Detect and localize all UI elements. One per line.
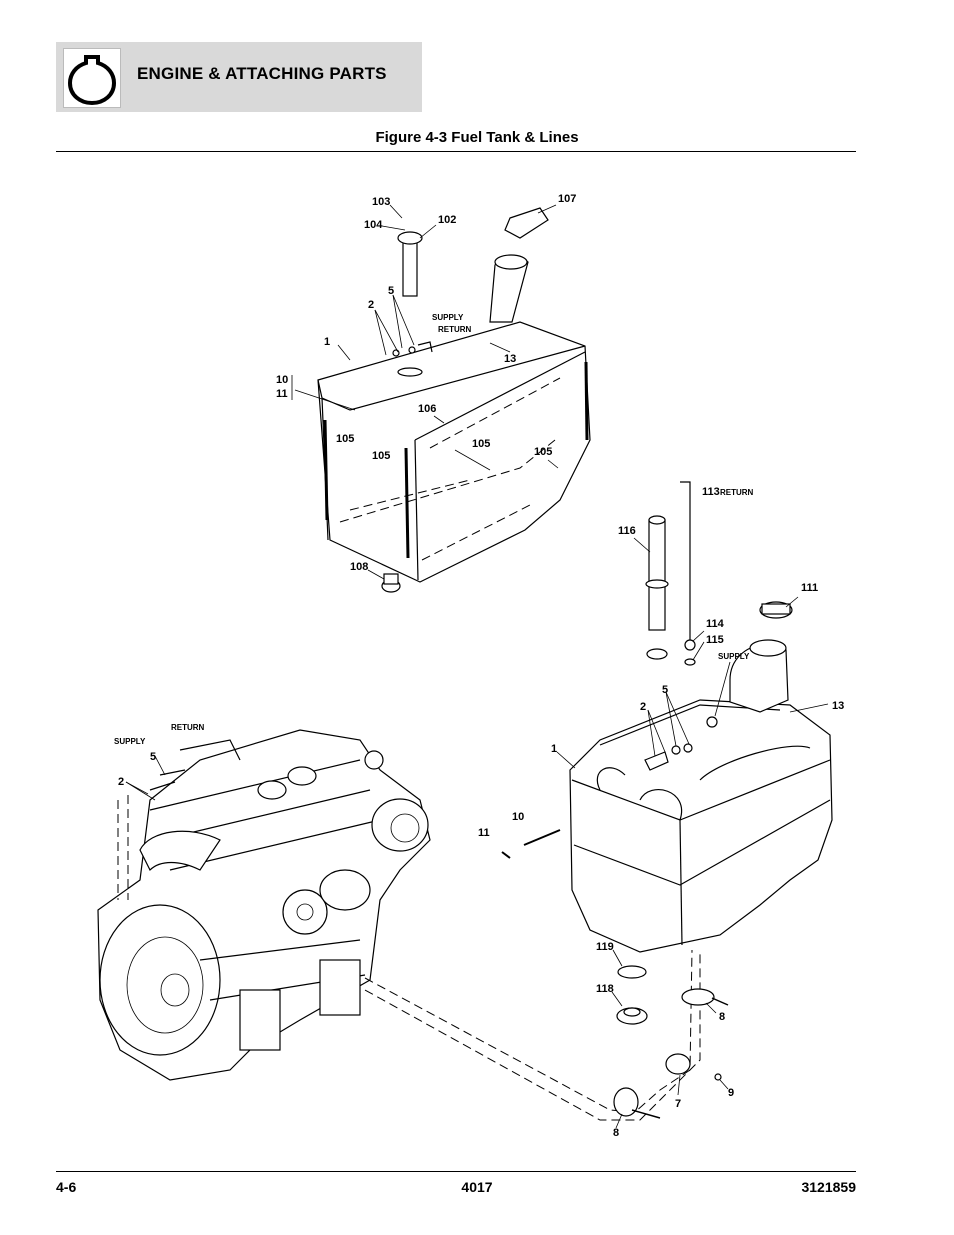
callout-104: 104 — [364, 219, 383, 231]
model-number: 4017 — [461, 1179, 493, 1195]
bottom-rule — [56, 1171, 856, 1172]
supply-label-upper: SUPPLY — [432, 313, 464, 322]
callout-10-upper: 10 — [276, 374, 288, 386]
section-title: ENGINE & ATTACHING PARTS — [137, 64, 387, 83]
callout-116: 116 — [618, 525, 636, 537]
engine-icon — [63, 48, 121, 108]
callout-9: 9 — [728, 1087, 734, 1099]
callout-106: 106 — [418, 403, 436, 415]
figure-title: Figure 4-3 Fuel Tank & Lines — [375, 129, 579, 146]
supply-label-lower: SUPPLY — [718, 652, 750, 661]
callout-1-upper: 1 — [324, 336, 330, 348]
engine — [97, 729, 431, 1081]
callout-111: 111 — [801, 582, 818, 594]
callout-5-upper: 5 — [388, 285, 394, 297]
callout-105-a: 105 — [336, 433, 354, 445]
callout-5-engine: 5 — [150, 751, 156, 763]
callout-7: 7 — [675, 1098, 681, 1110]
callout-13-lower: 13 — [832, 700, 844, 712]
document-number: 3121859 — [801, 1179, 856, 1195]
callout-2-lower: 2 — [640, 701, 646, 713]
return-label-engine: RETURN — [171, 723, 205, 732]
callout-2-engine: 2 — [118, 776, 124, 788]
callout-113: 113 — [702, 486, 720, 498]
callout-5-lower: 5 — [662, 684, 668, 696]
callout-8-right: 8 — [719, 1011, 725, 1023]
callout-2-upper: 2 — [368, 299, 374, 311]
fuel-lines — [117, 795, 701, 1121]
hose-clamps — [613, 988, 729, 1119]
return-label-upper: RETURN — [438, 325, 472, 334]
callout-10-lower: 10 — [512, 811, 524, 823]
leader-lines — [125, 204, 829, 1129]
callout-108: 108 — [350, 561, 368, 573]
callout-115: 115 — [706, 634, 724, 646]
callout-8-left: 8 — [613, 1127, 619, 1139]
supply-label-engine: SUPPLY — [114, 737, 146, 746]
callout-118: 118 — [596, 983, 614, 995]
callout-107: 107 — [558, 193, 576, 205]
upper-fuel-tank — [317, 207, 591, 593]
callout-105-d: 105 — [534, 446, 552, 458]
callout-114: 114 — [706, 618, 725, 630]
callout-1-lower: 1 — [551, 743, 557, 755]
callout-102: 102 — [438, 214, 456, 226]
lower-fuel-tank — [501, 481, 833, 1025]
return-label-113: RETURN — [720, 488, 754, 497]
callout-105-c: 105 — [472, 438, 490, 450]
callout-103: 103 — [372, 196, 390, 208]
top-rule — [56, 151, 856, 152]
callout-labels: 103 104 102 107 5 2 SUPPLY RETURN 1 13 1… — [114, 193, 844, 1139]
callout-105-b: 105 — [372, 450, 390, 462]
callout-11-upper: 11 — [276, 388, 288, 400]
callout-119: 119 — [596, 941, 614, 953]
page-number: 4-6 — [56, 1179, 77, 1195]
callout-11-lower: 11 — [478, 827, 490, 839]
callout-13-upper: 13 — [504, 353, 516, 365]
